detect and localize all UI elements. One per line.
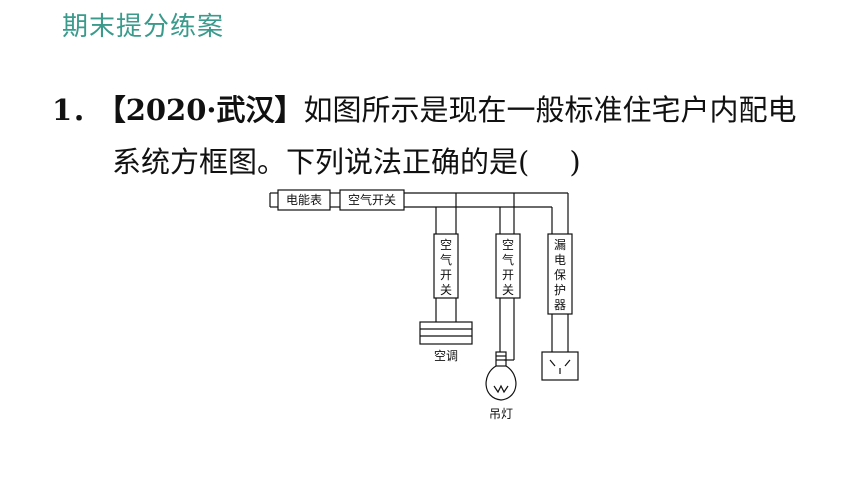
- branch2-air-switch-box: [495, 233, 521, 299]
- branch2-switch-char-2: 气: [502, 252, 514, 267]
- meter-label: 电能表: [286, 193, 322, 207]
- answer-paren-close: ): [569, 145, 581, 179]
- branch1-switch-char-3: 开: [440, 268, 452, 282]
- branch2-switch-char-3: 开: [502, 268, 514, 282]
- main-air-switch-box: [339, 189, 405, 211]
- protector-char-4: 护: [554, 283, 566, 297]
- main-switch-label: 空气开关: [348, 192, 396, 207]
- leakage-protector-box: [547, 233, 573, 315]
- question-text-line1: 如图所示是现在一般标准住宅户内配电: [303, 93, 797, 127]
- protector-char-3: 保: [554, 268, 566, 282]
- ac-label: 空调: [434, 349, 458, 363]
- protector-char-5: 器: [554, 298, 566, 312]
- protector-char-1: 漏: [554, 238, 566, 252]
- page-header-title: 期末提分练案: [62, 12, 225, 42]
- branch1-air-switch-box: [433, 233, 459, 299]
- question-source: 【2020·武汉】: [111, 93, 304, 127]
- question-text-line2: 系统方框图。下列说法正确的是(: [112, 145, 530, 179]
- branch1-switch-char-1: 空: [440, 238, 452, 252]
- power-distribution-diagram: 电能表 空气开关 空 气 开 关 空 气 开 关 漏 电 保 护 器 空调 吊灯: [269, 189, 579, 421]
- branch1-switch-char-4: 关: [440, 283, 452, 297]
- question-1: 1． 【2020·武汉】如图所示是现在一般标准住宅户内配电 系统方框图。下列说法正…: [52, 84, 842, 188]
- power-socket-icon: [541, 351, 579, 381]
- lamp-label: 吊灯: [489, 407, 513, 421]
- branch1-switch-char-2: 气: [440, 252, 452, 267]
- branch2-switch-char-4: 关: [502, 283, 514, 297]
- branch2-switch-char-1: 空: [502, 238, 514, 252]
- protector-char-2: 电: [554, 253, 566, 267]
- question-number: 1．: [52, 93, 102, 127]
- electric-meter-box: [277, 189, 331, 211]
- pendant-lamp-icon: [485, 351, 517, 401]
- air-conditioner-icon: [419, 321, 473, 345]
